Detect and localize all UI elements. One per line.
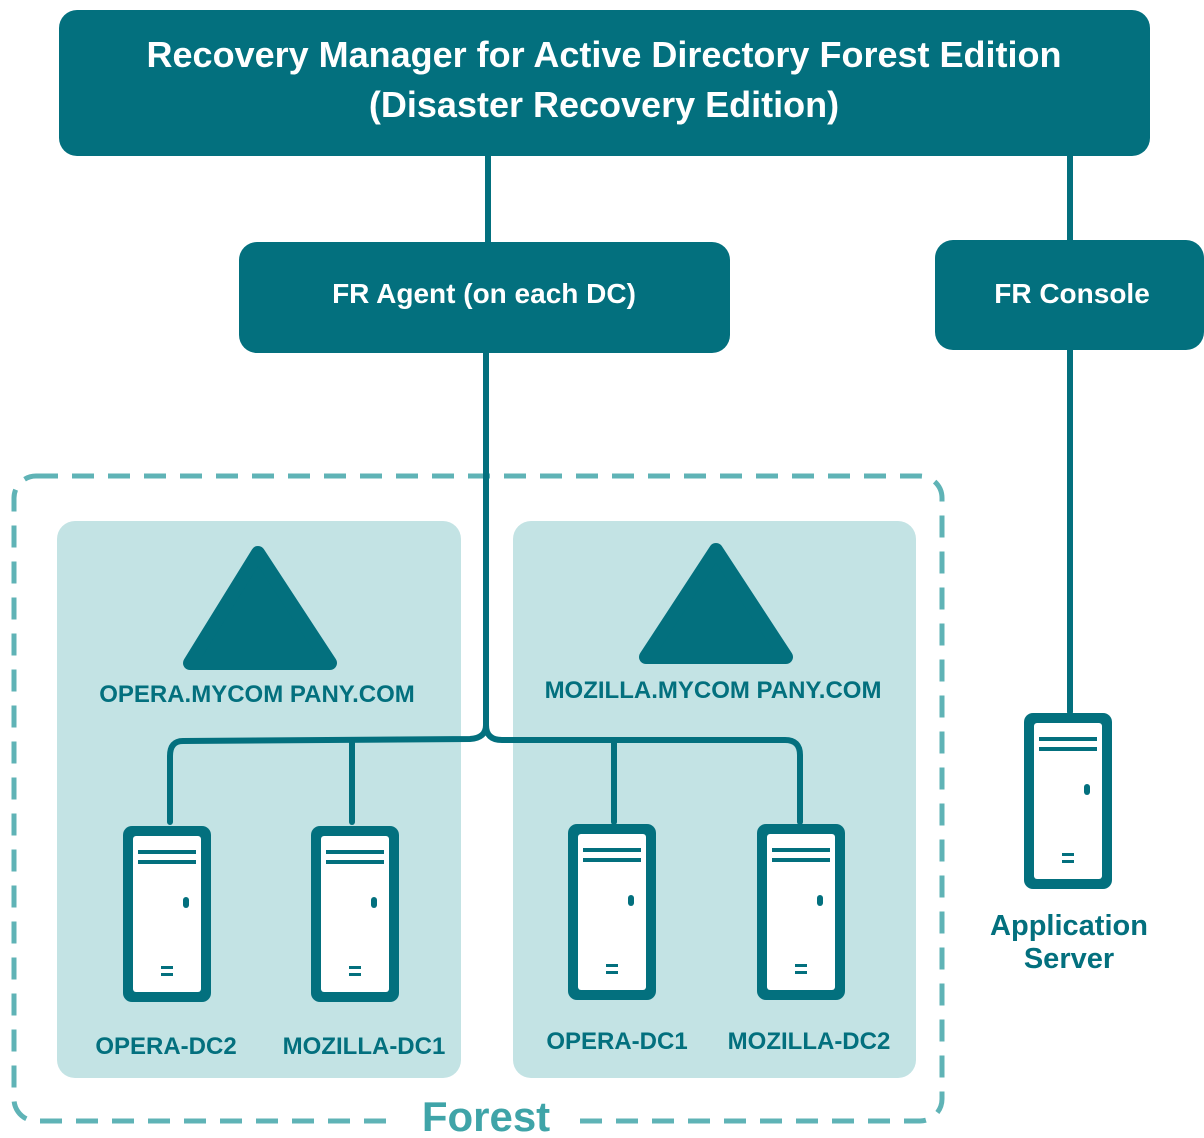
domain-triangle-icon [639, 543, 793, 664]
server-tower-icon [568, 824, 656, 1000]
domain-name-mozilla: MOZILLA.MYCOM PANY.COM [545, 677, 882, 704]
server-tower-icon [1024, 713, 1112, 889]
server-label-opera-dc2: OPERA-DC2 [95, 1033, 236, 1060]
forest-label: Forest [422, 1093, 550, 1138]
header-box [59, 10, 1150, 156]
server-label-opera-dc1: OPERA-DC1 [546, 1028, 687, 1055]
server-label-mozilla-dc2: MOZILLA-DC2 [728, 1028, 891, 1055]
server-label-mozilla-dc1: MOZILLA-DC1 [283, 1033, 446, 1060]
header-title-line1: Recovery Manager for Active Directory Fo… [147, 34, 1062, 75]
server-tower-icon [311, 826, 399, 1002]
header-title-line2: (Disaster Recovery Edition) [369, 84, 839, 125]
domain-triangle-icon [183, 546, 337, 670]
app-server-label-line1: Application [990, 910, 1148, 942]
domain-name-opera: OPERA.MYCOM PANY.COM [99, 681, 415, 708]
connector-lines [167, 147, 1073, 825]
server-tower-icon [123, 826, 211, 1002]
fr-agent-box [239, 242, 730, 353]
fr-agent-label: FR Agent (on each DC) [332, 278, 636, 309]
server-tower-icon [757, 824, 845, 1000]
fr-console-label: FR Console [994, 278, 1150, 309]
app-server-label-line2: Server [1024, 943, 1114, 975]
forest-label-bg [392, 1097, 568, 1137]
fr-console-box [935, 240, 1204, 350]
